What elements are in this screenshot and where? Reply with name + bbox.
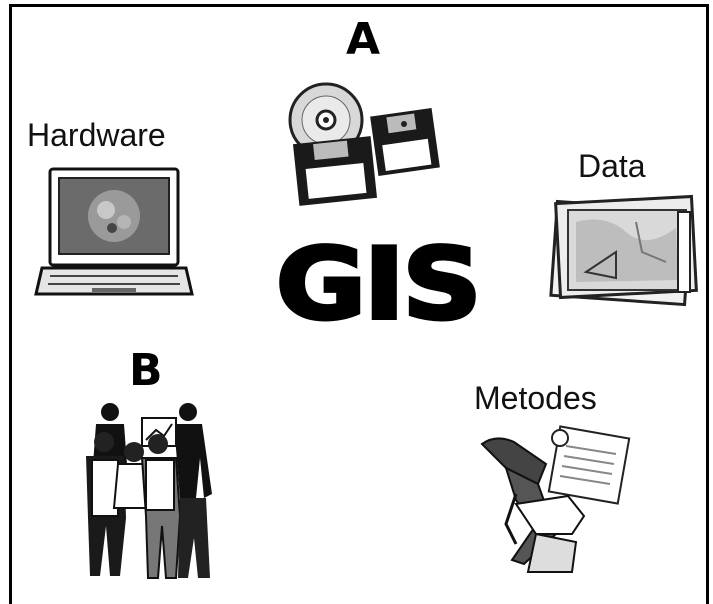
group-of-people-icon (86, 403, 212, 579)
laptop-computer-icon (34, 167, 194, 296)
person-reading-documents-icon (480, 425, 631, 573)
label-a: A (346, 14, 381, 65)
label-b: B (129, 345, 163, 396)
diagram-frame (9, 4, 709, 604)
label-metodes: Metodes (474, 380, 597, 416)
cd-and-floppy-disks-icon (288, 82, 440, 206)
label-data: Data (578, 148, 646, 184)
stacked-maps-icon (549, 194, 698, 307)
gis-title: GIS (274, 228, 484, 342)
label-hardware: Hardware (27, 117, 166, 153)
